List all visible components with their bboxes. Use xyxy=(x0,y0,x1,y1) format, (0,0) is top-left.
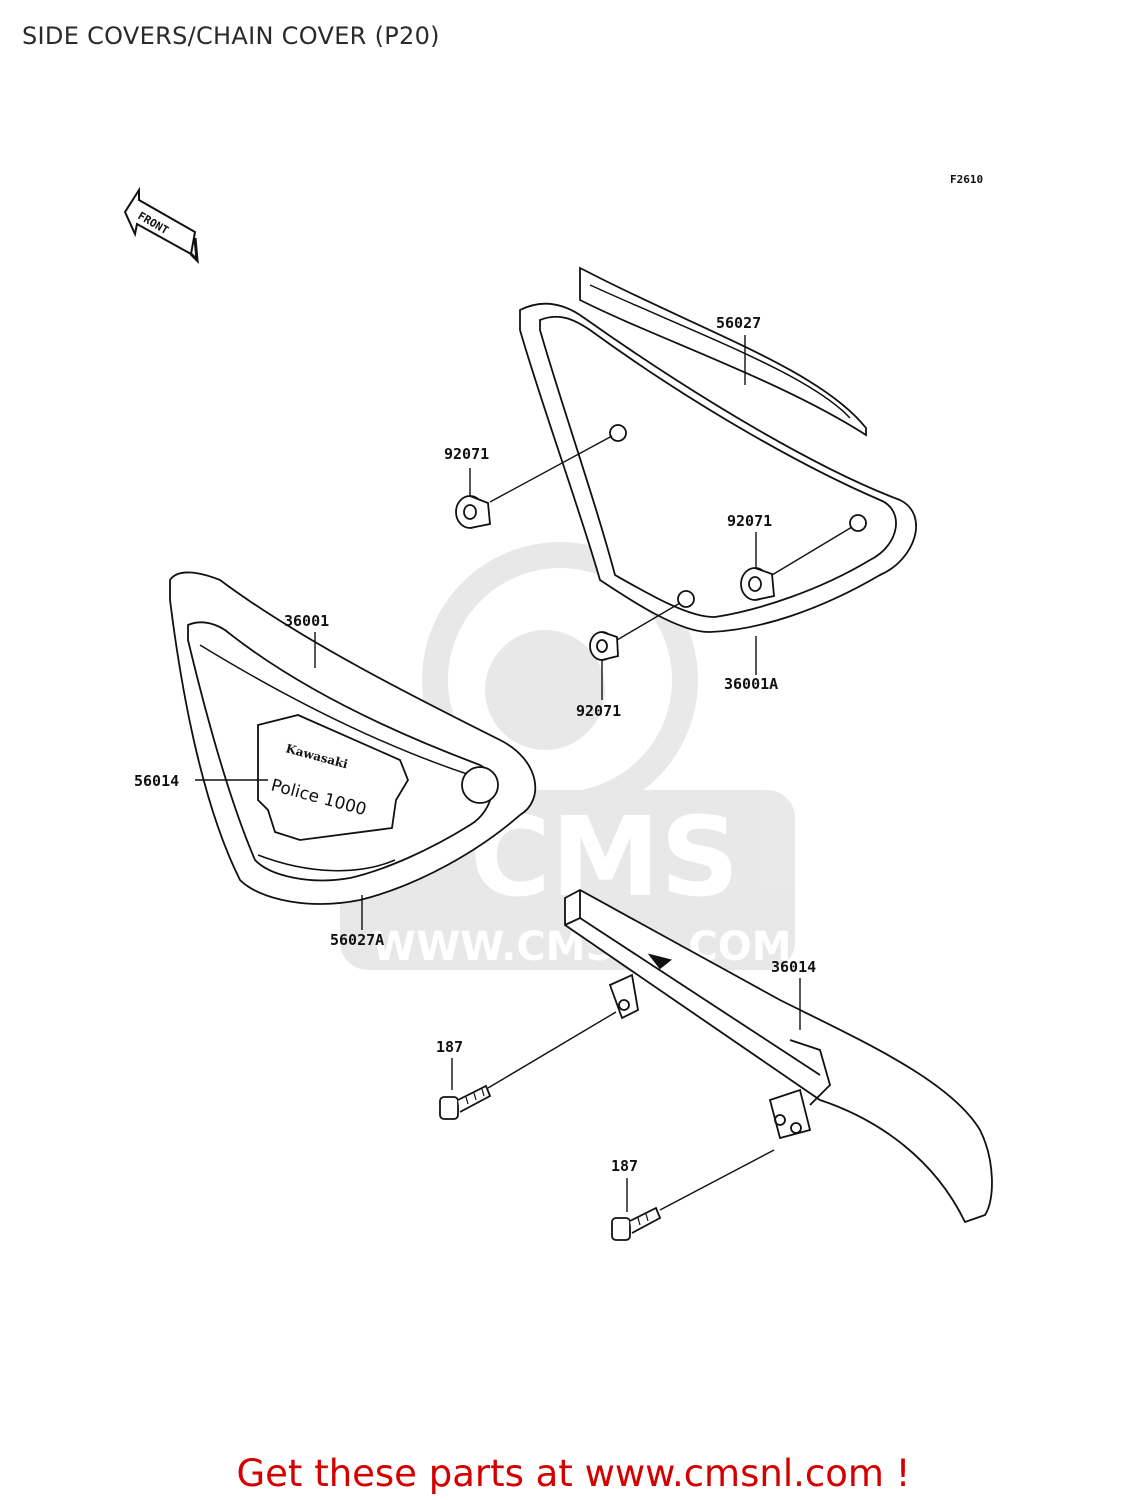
page-title: SIDE COVERS/CHAIN COVER (P20) xyxy=(22,22,440,50)
label-92071-lower: 92071 xyxy=(576,702,621,720)
label-187-lower: 187 xyxy=(611,1157,638,1175)
part-labels: 56027 92071 92071 36001A 92071 36001 560… xyxy=(134,314,816,1175)
label-36014: 36014 xyxy=(771,958,816,976)
label-56027a: 56027A xyxy=(330,931,384,949)
label-92071-upper: 92071 xyxy=(444,445,489,463)
label-36001a: 36001A xyxy=(724,675,778,693)
front-arrow-icon: FRONT xyxy=(123,186,199,264)
grommet-lower xyxy=(589,631,619,661)
figure-code: F2610 xyxy=(950,173,983,186)
chain-cover xyxy=(564,888,993,1224)
cms-link[interactable]: Get these parts at www.cmsnl.com ! xyxy=(236,1452,911,1495)
bolt-upper xyxy=(439,1084,492,1120)
label-36001: 36001 xyxy=(284,612,329,630)
grommet-upper xyxy=(455,495,491,529)
bolt-lower xyxy=(611,1206,662,1241)
grommet-right xyxy=(740,567,775,601)
emblem-badge: Kawasaki Police 1000 xyxy=(257,714,410,841)
label-56014: 56014 xyxy=(134,772,179,790)
right-side-cover xyxy=(519,266,917,633)
label-56027: 56027 xyxy=(716,314,761,332)
label-92071-right: 92071 xyxy=(727,512,772,530)
leader-lines xyxy=(195,335,853,1212)
label-187-upper: 187 xyxy=(436,1038,463,1056)
